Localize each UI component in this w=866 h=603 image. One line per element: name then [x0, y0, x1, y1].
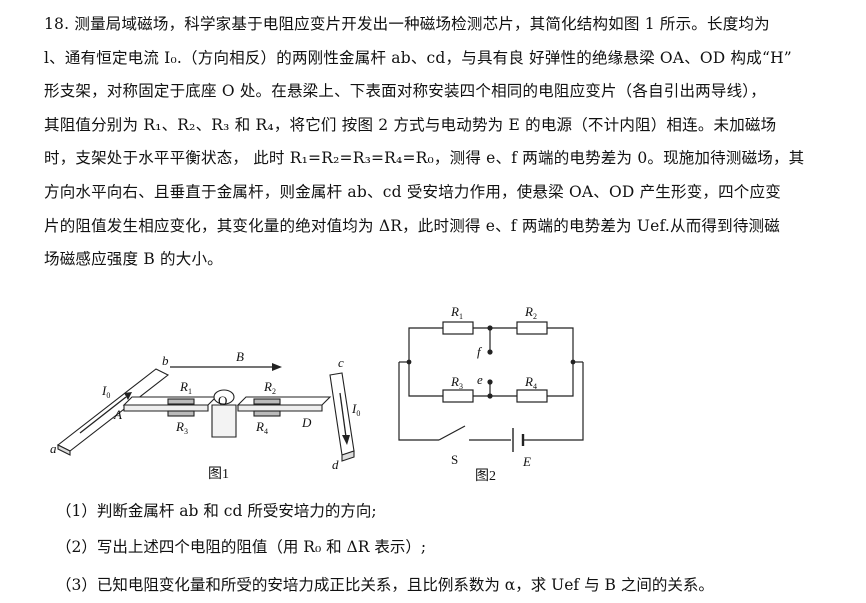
gauge-r2: [253, 398, 281, 405]
gauge-r4: [253, 410, 281, 417]
label-I0-right: I0: [351, 401, 360, 418]
node-left: [406, 359, 412, 365]
label-R3: R3: [175, 419, 188, 436]
current-arrow-ab: [79, 396, 127, 434]
resistor-r3: [442, 389, 474, 403]
label-r3: R3: [450, 374, 463, 391]
beam-od: [236, 396, 332, 406]
gauge-r1: [167, 398, 195, 405]
node-right: [570, 359, 576, 365]
label-E: E: [522, 454, 531, 469]
problem-line: 方向水平向右、且垂直于金属杆，则金属杆 ab、cd 受安培力作用，使悬梁 OA、…: [44, 182, 781, 201]
gauge-r3: [167, 410, 195, 417]
label-c: c: [338, 355, 344, 370]
problem-line: 形支架，对称固定于底座 O 处。在悬梁上、下表面对称安装四个相同的电阻应变片（各…: [44, 82, 766, 101]
wire-top-right: [547, 327, 574, 362]
base-o-top: [213, 389, 235, 405]
question-1: （1）判断金属杆 ab 和 cd 所受安培力的方向;: [56, 502, 377, 520]
problem-text: 18. 测量局域磁场，科学家基于电阻应变片开发出一种磁场检测芯片，其简化结构如图…: [44, 8, 834, 277]
label-R4: R4: [255, 419, 268, 436]
rod-cd-side: [341, 450, 355, 462]
node-top-mid: [487, 325, 493, 331]
label-B: B: [236, 349, 244, 364]
figure-2: R1 R2 R3 R4 f e E S 图2: [398, 304, 584, 484]
wire-top-left: [408, 327, 443, 362]
problem-line: 片的阻值发生相应变化，其变化量的绝对值均为 ΔR，此时测得 e、f 两端的电势差…: [44, 216, 780, 235]
problem-line: l、通有恒定电流 I₀.（方向相反）的两刚性金属杆 ab、cd，与具有良 好弹性…: [44, 48, 792, 67]
wire-bottom-left: [398, 362, 439, 441]
rod-cd: [329, 372, 355, 456]
wire-bottom-right: [527, 362, 584, 441]
b-field-arrowhead: [272, 363, 282, 371]
problem-line: 其阻值分别为 R₁、R₂、R₃ 和 R₄，将它们 按图 2 方式与电动势为 E …: [44, 115, 777, 134]
label-R1: R1: [179, 379, 192, 396]
label-r1: R1: [450, 304, 463, 321]
figure-1: a b c d B A D O I0 I0 R1 R2 R3 R4 图1: [50, 349, 360, 482]
problem-line: 场磁感应强度 B 的大小。: [44, 250, 223, 269]
label-O: O: [218, 393, 227, 408]
label-S: S: [451, 452, 458, 467]
base-o: [211, 404, 237, 438]
resistor-r4: [516, 389, 548, 403]
label-r2: R2: [524, 304, 537, 321]
current-arrow-cd: [339, 392, 347, 438]
beam-od-front: [237, 404, 323, 412]
label-a: a: [50, 441, 57, 456]
label-b: b: [162, 353, 169, 368]
label-D: D: [301, 415, 312, 430]
current-arrowhead-cd: [342, 435, 350, 445]
label-f: f: [477, 344, 483, 359]
switch-s: [438, 425, 466, 441]
label-R2: R2: [263, 379, 276, 396]
figure-2-caption: 图2: [475, 469, 496, 484]
current-arrowhead-ab: [124, 392, 132, 400]
label-e: e: [477, 372, 483, 387]
resistor-r1: [442, 321, 474, 335]
node-f: [487, 349, 493, 355]
label-d: d: [332, 457, 339, 472]
wire-mid-right: [547, 362, 574, 397]
rod-ab-side: [57, 444, 71, 456]
problem-line: 18. 测量局域磁场，科学家基于电阻应变片开发出一种磁场检测芯片，其简化结构如图…: [44, 15, 770, 33]
wire-mid-left: [408, 362, 443, 397]
question-2: （2）写出上述四个电阻的阻值（用 R₀ 和 ΔR 表示）;: [56, 538, 427, 556]
problem-line: 时，支架处于水平平衡状态， 此时 R₁=R₂=R₃=R₄=R₀，测得 e、f 两…: [44, 149, 805, 168]
beam-oa-front: [123, 404, 209, 412]
resistor-r2: [516, 321, 548, 335]
label-r4: R4: [524, 374, 537, 391]
label-I0-left: I0: [101, 383, 110, 400]
question-3: （3）已知电阻变化量和所受的安培力成正比关系，且比例系数为 α，求 Uef 与 …: [56, 576, 714, 594]
label-A: A: [113, 407, 122, 422]
figure-1-caption: 图1: [208, 467, 229, 482]
